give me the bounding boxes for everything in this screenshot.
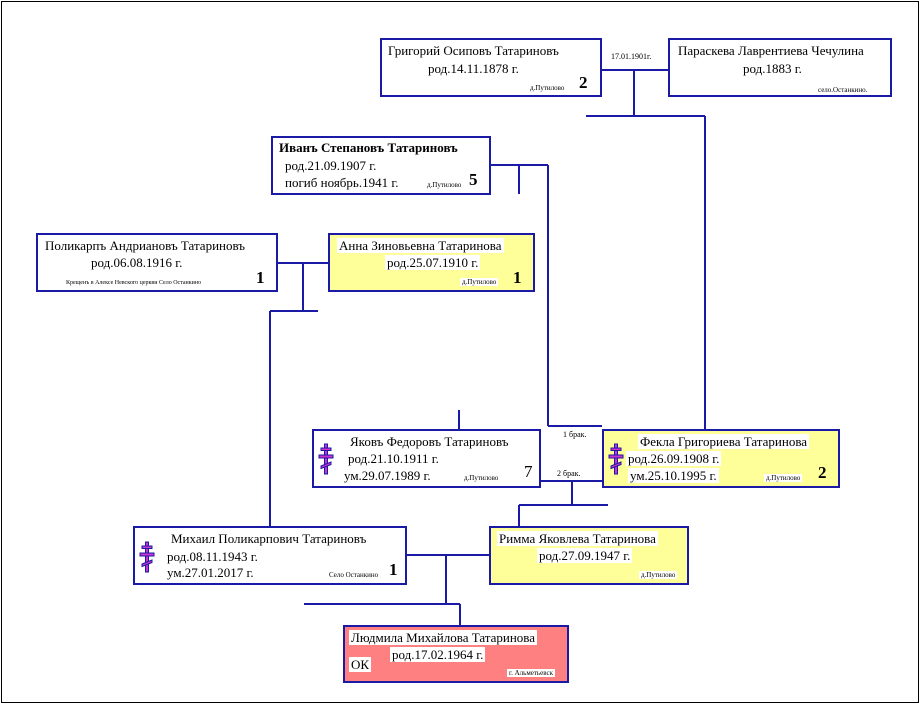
death-date: ум.27.01.2017 г.: [167, 565, 254, 580]
person-card-ivan[interactable]: Иванъ Степановъ Татариновъ род.21.09.190…: [271, 136, 491, 195]
second-marriage-label: 2 брак.: [557, 469, 581, 478]
person-name: Поликарпъ Андриановъ Татариновъ: [45, 238, 246, 253]
person-card-polikarp[interactable]: Поликарпъ Андриановъ Татариновъ род.06.0…: [36, 233, 278, 292]
generation-number: 1: [513, 268, 522, 287]
person-name: Людмила Михайлова Татаринова: [349, 630, 538, 645]
place-label: г. Альметьевск: [507, 669, 555, 677]
person-name: Яковъ Федоровъ Татариновъ: [350, 434, 509, 449]
person-card-paraskeva[interactable]: Параскева Лаврентиева Чечулина род.1883 …: [668, 38, 892, 97]
person-card-grigory[interactable]: Григорий Осиповъ Татариновъ род.14.11.18…: [380, 38, 602, 97]
person-card-anna[interactable]: Анна Зиновьевна Татаринова род.25.07.191…: [328, 233, 535, 292]
birth-date: род.1883 г.: [743, 61, 802, 76]
death-date: ум.29.07.1989 г.: [344, 468, 431, 483]
generation-number: 1: [256, 268, 265, 287]
birth-date: род.26.09.1908 г.: [626, 451, 722, 466]
person-name: Фекла Григориева Татаринова: [638, 434, 810, 449]
place-label: д.Путилово: [530, 84, 565, 92]
first-marriage-label: 1 брак.: [563, 430, 587, 439]
person-card-yakov[interactable]: Яковъ Федоровъ Татариновъ род.21.10.1911…: [312, 429, 541, 488]
generation-number: 5: [469, 170, 478, 189]
marriage-date-label: 17.01.1901г.: [611, 52, 652, 61]
person-card-fekla[interactable]: Фекла Григориева Татаринова род.26.09.19…: [602, 429, 840, 488]
birth-date: род.25.07.1910 г.: [385, 255, 481, 270]
birth-date: род.21.09.1907 г.: [285, 158, 377, 173]
birth-date: род.14.11.1878 г.: [428, 61, 519, 76]
place-label: д.Путилово: [764, 474, 803, 482]
place-label: Село Останкино: [329, 571, 379, 579]
place-label: д.Путилово: [427, 181, 462, 189]
person-name: Григорий Осиповъ Татариновъ: [388, 43, 559, 58]
ok-note: ОК: [349, 657, 372, 672]
generation-number: 2: [818, 463, 827, 482]
death-note: погиб ноябрь.1941 г.: [285, 175, 399, 190]
birth-date: род.06.08.1916 г.: [91, 255, 183, 270]
orthodox-cross-icon: [608, 443, 624, 475]
person-name: Анна Зиновьевна Татаринова: [337, 238, 504, 253]
person-name: Параскева Лаврентиева Чечулина: [678, 43, 864, 58]
place-label: д.Путилово: [464, 474, 499, 482]
birth-date: род.08.11.1943 г.: [167, 549, 258, 564]
orthodox-cross-icon: [318, 443, 334, 475]
generation-number: 1: [389, 560, 398, 579]
death-date: ум.25.10.1995 г.: [628, 468, 719, 483]
place-label: село.Останкино.: [818, 86, 868, 94]
person-name: Римма Яковлева Татаринова: [497, 531, 658, 546]
person-card-rimma[interactable]: Римма Яковлева Татаринова род.27.09.1947…: [489, 526, 689, 585]
generation-number: 2: [579, 73, 588, 92]
person-card-lyudmila[interactable]: Людмила Михайлова Татаринова род.17.02.1…: [343, 625, 569, 683]
birth-date: род.17.02.1964 г.: [390, 647, 486, 662]
generation-number: 7: [524, 462, 533, 481]
place-label: Крещенъ в Алексе Невского церкви Село Ос…: [66, 280, 202, 286]
place-label: д.Путилово: [639, 571, 678, 579]
place-label: д.Путилово: [460, 278, 499, 286]
birth-date: род.27.09.1947 г.: [537, 548, 633, 563]
person-card-mikhail[interactable]: Михаил Поликарпович Татариновъ род.08.11…: [133, 526, 407, 585]
person-name: Иванъ Степановъ Татариновъ: [279, 140, 458, 155]
birth-date: род.21.10.1911 г.: [348, 451, 439, 466]
orthodox-cross-icon: [139, 541, 155, 573]
person-name: Михаил Поликарпович Татариновъ: [171, 531, 367, 546]
